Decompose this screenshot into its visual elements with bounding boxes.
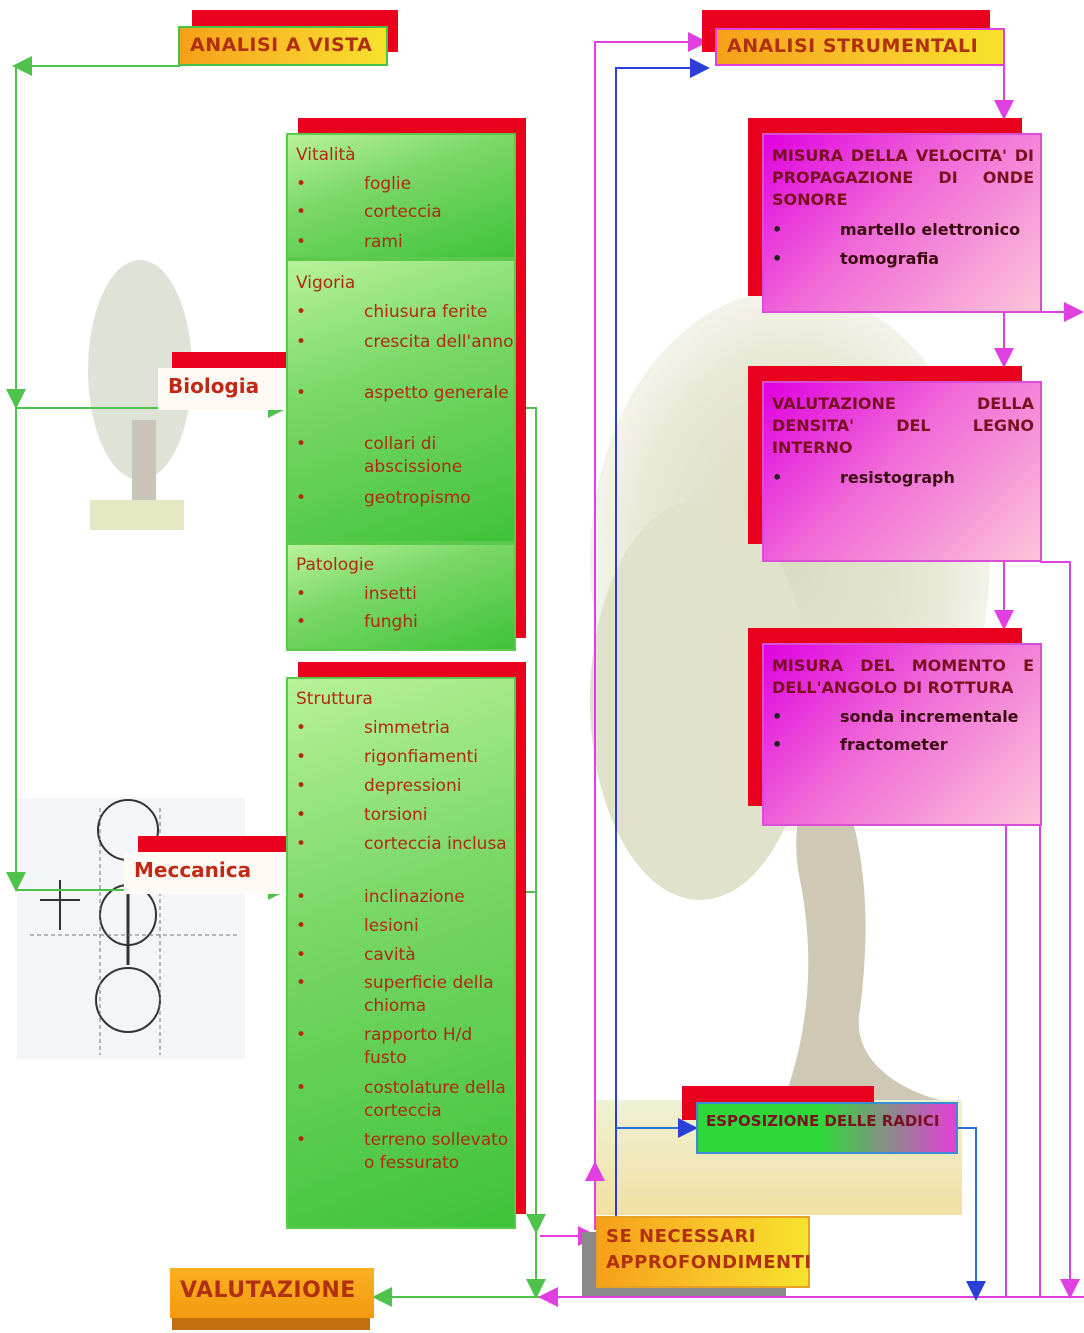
approfondimenti-box: SE NECESSARI APPROFONDIMENTI [596,1216,812,1288]
struttura-box: Struttura •simmetria •rigonfiamenti •dep… [286,677,516,1229]
vitalita-title: Vitalità [296,145,356,165]
meccanica-label: Meccanica [124,852,286,894]
esposizione-radici-box: ESPOSIZIONE DELLE RADICI [696,1102,958,1154]
analisi-a-vista-text: ANALISI A VISTA [190,34,373,56]
analisi-a-vista-title: ANALISI A VISTA [178,26,388,66]
valutazione-shadow [172,1316,370,1330]
patologie-title: Patologie [296,555,375,575]
esposizione-text: ESPOSIZIONE DELLE RADICI [706,1112,940,1130]
valutazione-text: VALUTAZIONE [180,1278,356,1303]
analisi-strumentali-title: ANALISI STRUMENTALI [715,28,1005,66]
vitalita-box: Vitalità •foglie •corteccia •rami [286,133,516,259]
strumentale-2-head: VALUTAZIONE DELLA DENSITA' DEL LEGNO INT… [772,394,1034,457]
strumentale-box-2: VALUTAZIONE DELLA DENSITA' DEL LEGNO INT… [762,381,1042,562]
strumentale-1-head: MISURA DELLA VELOCITA' DI PROPAGAZIONE D… [772,146,1034,209]
analisi-strumentali-text: ANALISI STRUMENTALI [727,35,979,57]
biologia-label: Biologia [158,368,286,410]
struttura-title: Struttura [296,689,373,709]
strumentale-box-1: MISURA DELLA VELOCITA' DI PROPAGAZIONE D… [762,133,1042,313]
strumentale-box-3: MISURA DEL MOMENTO E DELL'ANGOLO DI ROTT… [762,643,1042,826]
strumentale-3-head: MISURA DEL MOMENTO E DELL'ANGOLO DI ROTT… [772,656,1034,697]
valutazione-box: VALUTAZIONE [170,1268,374,1318]
vigoria-box: Vigoria •chiusura ferite •crescita dell'… [286,259,516,543]
vigoria-title: Vigoria [296,273,356,293]
approfondimenti-line1: SE NECESSARI [606,1226,756,1247]
meccanica-text: Meccanica [134,858,252,882]
biologia-text: Biologia [168,374,260,398]
approfondimenti-line2: APPROFONDIMENTI [606,1252,812,1273]
patologie-box: Patologie •insetti •funghi [286,543,516,651]
